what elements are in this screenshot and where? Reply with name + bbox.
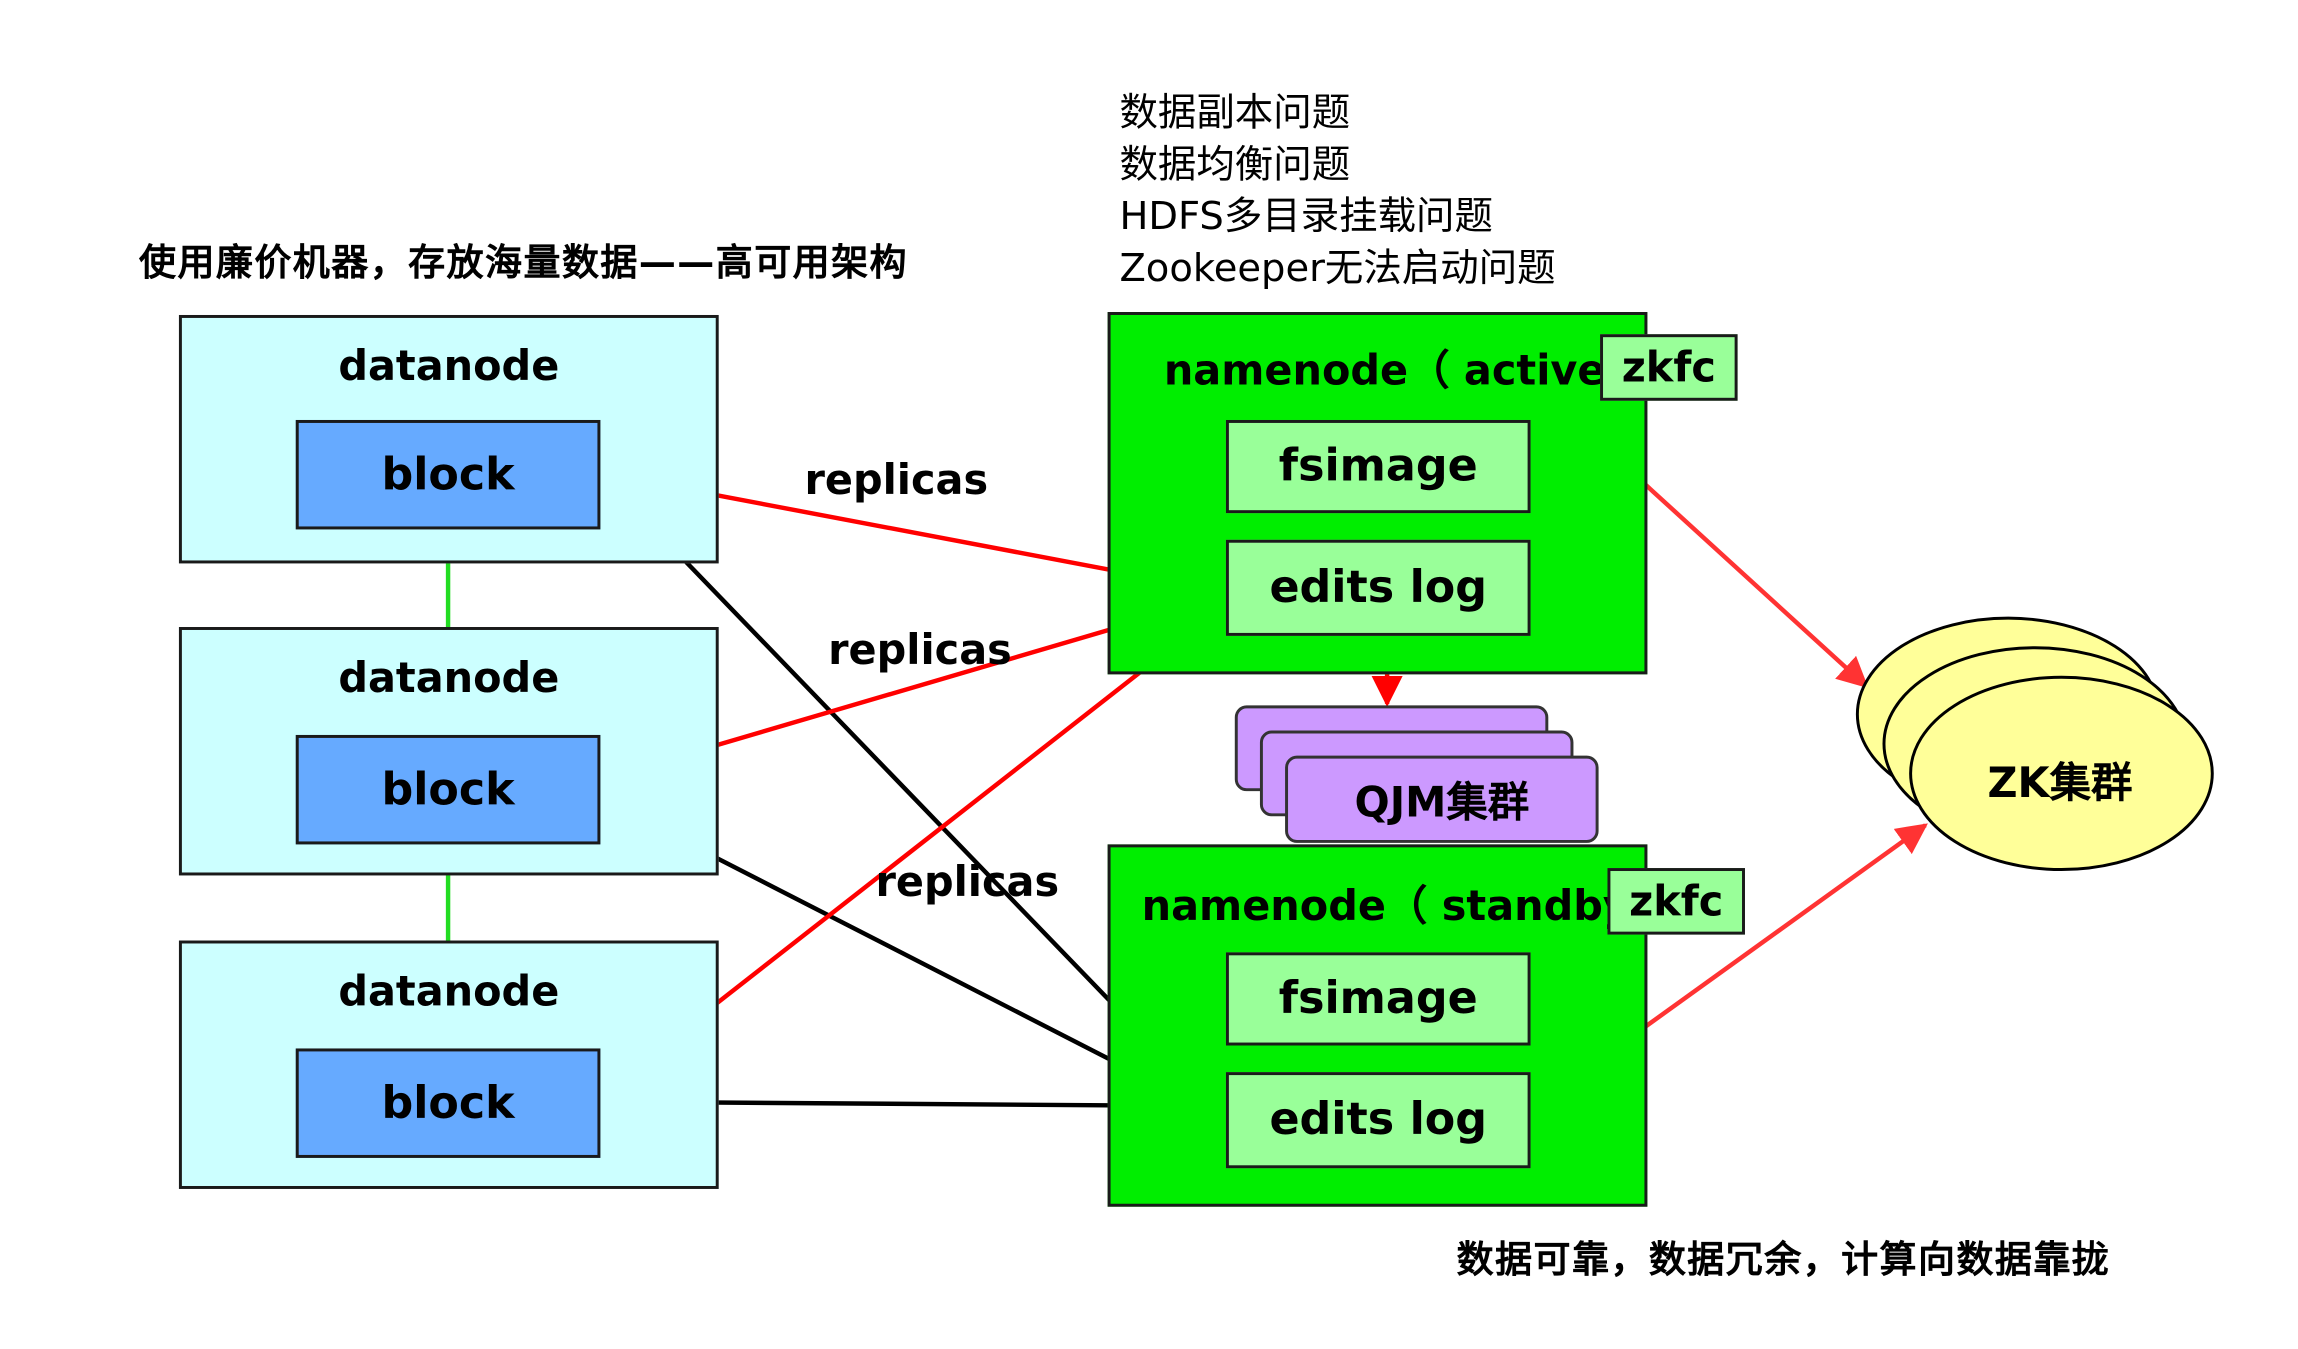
zkfc-standby: zkfc <box>1607 868 1745 935</box>
issue-item: HDFS多目录挂载问题 <box>1119 195 1493 240</box>
qjm-cluster: QJM集群 <box>1285 755 1599 843</box>
zk-cluster-label: ZK集群 <box>1987 758 2133 808</box>
issues-list: 数据副本问题 数据均衡问题 HDFS多目录挂载问题 Zookeeper无法启动问… <box>1119 89 1555 296</box>
edits-log-standby: edits log <box>1225 1072 1531 1169</box>
issue-item: 数据副本问题 <box>1119 91 1351 137</box>
fsimage-active: fsimage <box>1225 419 1531 514</box>
block-1: block <box>295 419 601 530</box>
datanode-label: datanode <box>338 967 560 1016</box>
issue-item: 数据均衡问题 <box>1119 143 1351 188</box>
zk-arrow-active <box>1644 483 1869 689</box>
left-caption: 使用廉价机器，存放海量数据——高可用架构 <box>139 241 909 284</box>
block-2: block <box>295 734 601 845</box>
zkfc-active: zkfc <box>1600 334 1738 401</box>
fsimage-standby: fsimage <box>1225 952 1531 1046</box>
replicas-label-2: replicas <box>828 625 1012 675</box>
datanode-label: datanode <box>338 653 560 703</box>
zk-arrow-standby <box>1644 823 1928 1029</box>
replicas-label-3: replicas <box>875 857 1060 907</box>
namenode-standby-label: namenode（ standby ） <box>1141 881 1686 931</box>
bottom-caption: 数据可靠，数据冗余，计算向数据靠拢 <box>1456 1237 2111 1281</box>
replicas-label-1: replicas <box>804 455 989 505</box>
namenode-active-label: namenode（ active ） <box>1163 346 1662 395</box>
datanode-label: datanode <box>338 341 560 391</box>
issue-item: Zookeeper无法启动问题 <box>1119 246 1556 292</box>
block-3: block <box>295 1048 601 1158</box>
edits-log-active: edits log <box>1225 539 1531 636</box>
zk-ellipse-front <box>1909 675 2214 872</box>
